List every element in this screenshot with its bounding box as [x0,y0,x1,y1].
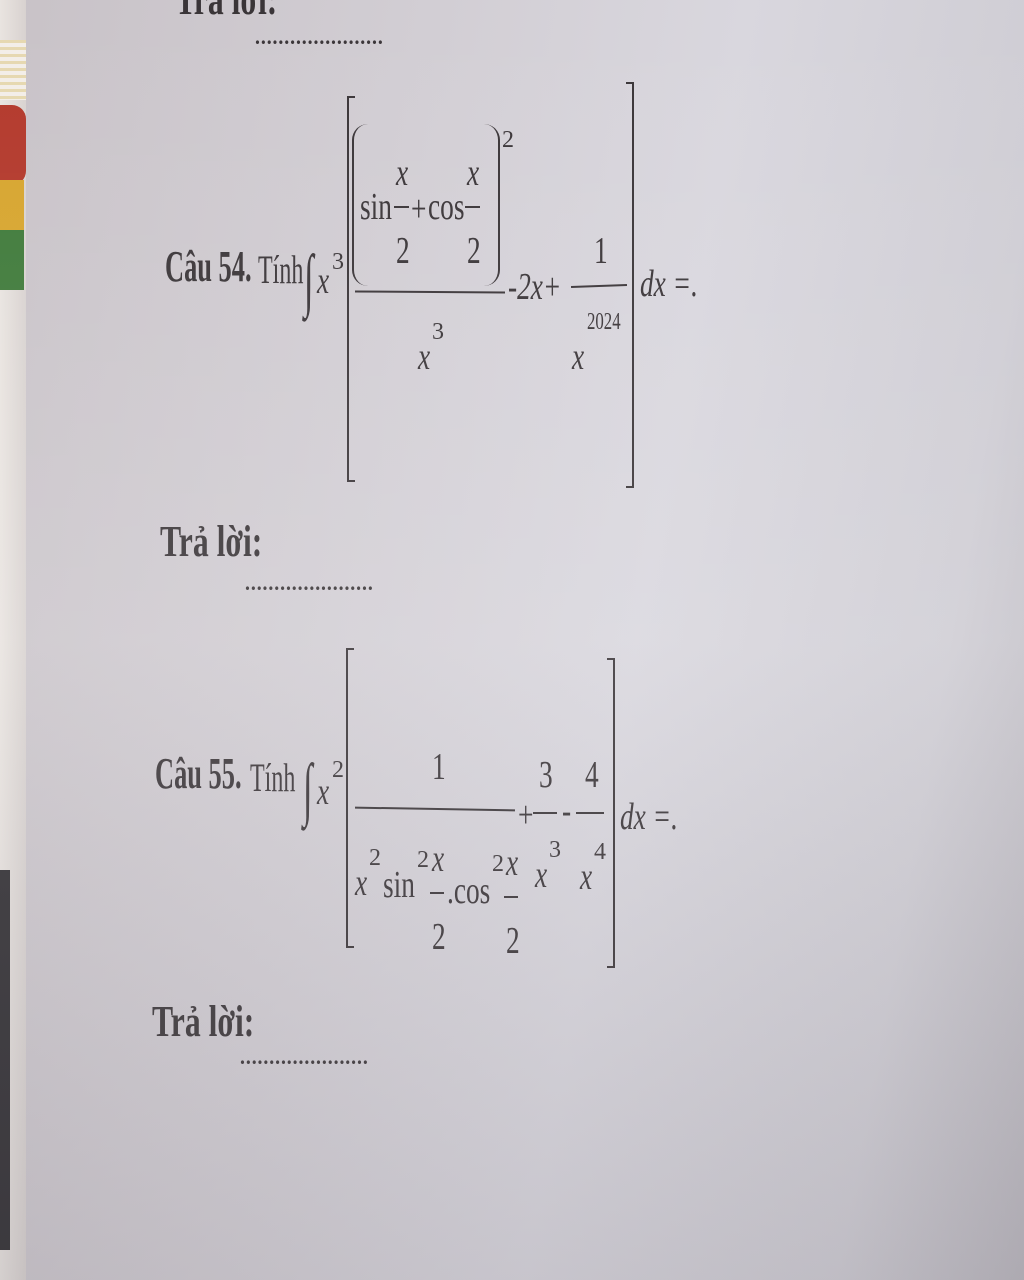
fraction-line [430,892,444,894]
edge-decoration [0,230,24,290]
answer-55-blank[interactable]: ...................... [240,1044,369,1069]
left-bracket [347,96,355,482]
den-exponent: 3 [432,319,444,345]
fraction-line [465,206,480,208]
half-num: x [432,838,445,880]
var-x: x [317,771,330,813]
dx-equals: dx =. [640,263,698,305]
right-bracket [607,658,615,968]
den-4-x: x [580,856,593,898]
previous-answer-label: Trả lời: [175,0,277,22]
question-label: Câu 54. [165,242,252,291]
question-verb: Tính [250,755,296,800]
fraction-line [504,896,518,898]
sin: sin [360,186,392,228]
exponent: 3 [332,249,344,275]
frac-den-exponent: 2024 [587,309,621,335]
half-den: 2 [432,916,446,958]
cos-exponent: 2 [492,851,504,877]
plus: + [518,794,534,836]
frac-num: 1 [594,230,608,272]
dot-cos: .cos [447,870,491,912]
question-label: Câu 55. [155,749,242,798]
book-edge [0,0,26,1280]
fraction-line [576,812,604,814]
edge-decoration [0,870,10,1250]
fraction-line [533,812,557,814]
numerator: 1 [432,746,446,788]
half-den: 2 [506,920,520,962]
exponent: 2 [332,757,344,783]
integral-sign: ∫ [304,242,314,319]
plus: + [411,188,427,230]
den-x: x [418,336,431,378]
integral-sign: ∫ [303,751,313,828]
right-bracket [626,82,634,488]
half-num: x [506,842,519,884]
sin-exponent: 2 [417,847,429,873]
previous-answer-dots: ...................... [255,24,384,49]
half-num: x [467,152,480,194]
answer-54-label: Trả lời: [160,517,263,566]
half-den: 2 [467,230,481,272]
sin: sin [383,864,415,906]
cos: cos [428,186,465,228]
outer-exponent: 2 [502,127,514,153]
var-x: x [317,260,330,302]
question-verb: Tính [258,247,304,292]
middle-terms: -2x+ [508,266,562,308]
right-paren [482,124,500,286]
main-fraction-line [354,806,516,812]
left-bracket [346,648,354,948]
num-4: 4 [585,754,599,796]
fraction-line [570,284,628,288]
half-den: 2 [396,230,410,272]
den-3-x: x [535,854,548,896]
den-x-exponent: 2 [369,845,381,871]
answer-54-blank[interactable]: ...................... [245,570,374,595]
den-x: x [355,862,368,904]
edge-decoration [0,105,26,185]
dx-equals: dx =. [620,796,678,838]
den-3-exponent: 3 [549,837,561,863]
frac-den-x: x [572,336,585,378]
answer-55-label: Trả lời: [152,997,255,1046]
main-fraction-line [354,290,506,294]
minus: - [562,790,572,832]
num-3: 3 [539,754,553,796]
left-paren [352,124,370,286]
fraction-line [394,206,409,208]
half-num: x [396,152,409,194]
edge-decoration [0,40,26,100]
den-4-exponent: 4 [594,839,606,865]
